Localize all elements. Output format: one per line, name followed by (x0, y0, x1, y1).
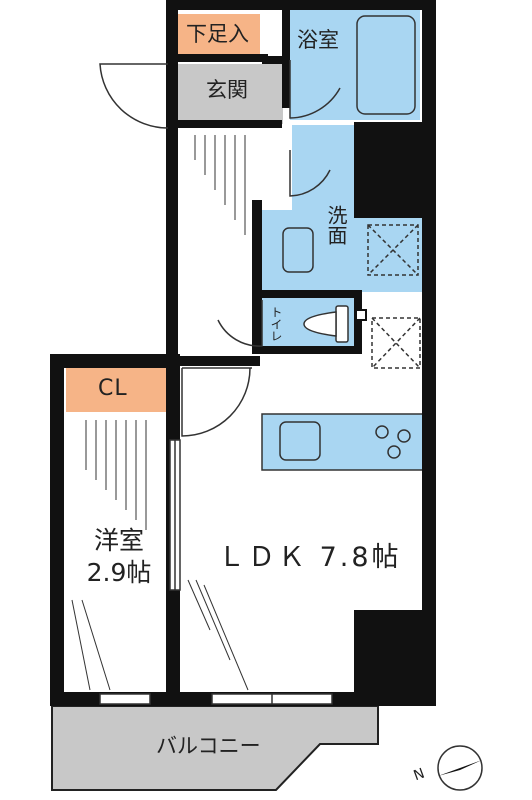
stove-burners (375, 425, 411, 459)
fridge-slot (371, 317, 421, 369)
bathtub (356, 15, 416, 115)
shoe-storage-label: 下足入 (186, 22, 249, 46)
bathroom-label: 浴室 (297, 28, 339, 52)
toilet-fixture (303, 305, 349, 343)
washroom-label: 洗面 (324, 205, 348, 245)
compass-icon (437, 745, 483, 791)
western-room-size: 2.9帖 (86, 558, 152, 587)
washbasin (282, 227, 314, 273)
closet-fill (66, 368, 168, 412)
sliding-doors (99, 439, 333, 705)
kitchen-sink (279, 421, 321, 461)
toilet-label: トイレ (269, 306, 283, 342)
step-lines (71, 135, 249, 691)
ldk-label: ＬＤＫ 7.8帖 (218, 542, 402, 573)
shoe-storage-fill (178, 14, 260, 56)
corridor-wet-floor (292, 125, 357, 215)
balcony-label: バルコニー (156, 734, 261, 758)
washing-machine-slot (367, 224, 419, 276)
closet-label: CL (98, 376, 128, 401)
entrance-label: 玄関 (206, 78, 248, 102)
door-swings (99, 60, 341, 437)
entrance-floor (178, 64, 283, 124)
western-room-label: 洋室 (93, 526, 144, 555)
